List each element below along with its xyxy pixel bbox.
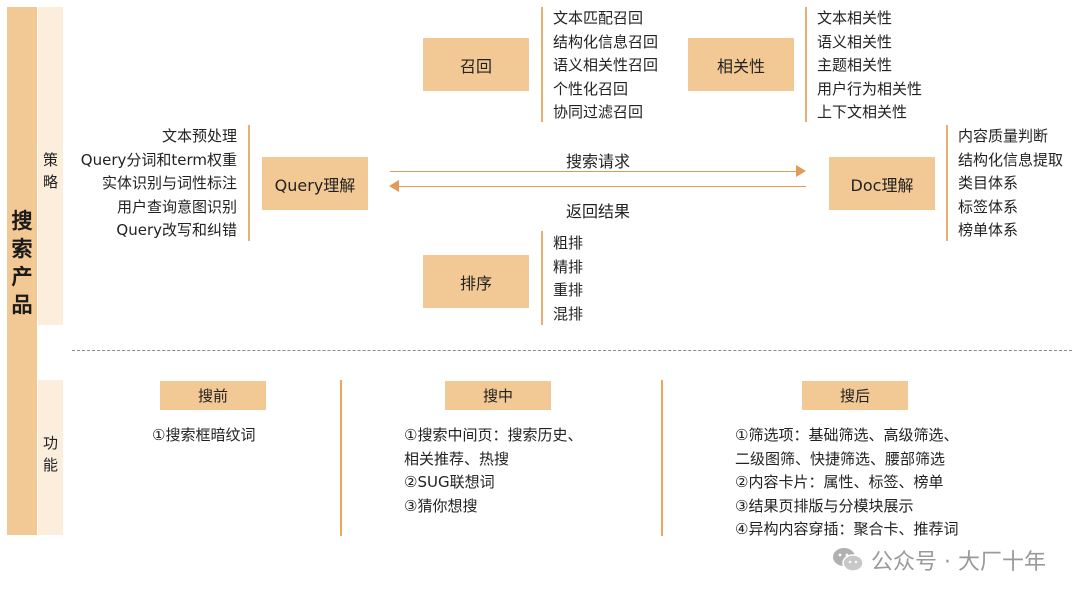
relevance-item: 用户行为相关性 [817, 79, 923, 98]
vertical-char: 能 [42, 456, 58, 474]
recall-box: 召回 [423, 38, 529, 91]
product-label: 搜索产品 [7, 207, 37, 319]
query-list-bar [248, 125, 250, 241]
query-item: 实体识别与词性标注 [101, 174, 237, 192]
after-search-item: ③结果页排版与分模块展示 [735, 496, 914, 515]
relevance-box: 相关性 [688, 38, 794, 91]
after-search-item: ④异构内容穿插：聚合卡、推荐词 [735, 520, 959, 538]
relevance-list: 文本相关性 语义相关性 主题相关性 用户行为相关性 上下文相关性 [817, 7, 922, 125]
during-search-item: ①搜索中间页：搜索历史、 [404, 426, 583, 444]
query-item: 用户查询意图识别 [116, 197, 237, 216]
response-arrowhead [389, 180, 399, 192]
before-search-item: ①搜索框暗纹词 [152, 426, 256, 444]
request-label: 搜索请求 [565, 152, 630, 171]
during-search-list: ①搜索中间页：搜索历史、 相关推荐、热搜 ②SUG联想词 ③猜你想搜 [404, 424, 582, 518]
recall-item: 语义相关性召回 [553, 56, 659, 74]
function-separator [661, 380, 663, 536]
response-label: 返回结果 [565, 202, 630, 221]
doc-list-bar [946, 125, 948, 241]
response-arrow [398, 186, 806, 187]
query-item: 文本预处理 [161, 127, 237, 145]
ranking-item: 重排 [553, 281, 584, 299]
vertical-char: 略 [42, 173, 58, 191]
doc-item: 结构化信息提取 [958, 150, 1064, 169]
query-box-label: Query理解 [274, 175, 356, 195]
during-search-title: 搜中 [445, 381, 551, 410]
query-list: 文本预处理 Query分词和term权重 实体识别与词性标注 用户查询意图识别 … [81, 125, 237, 243]
recall-item: 协同过滤召回 [553, 103, 644, 121]
during-search-item: ②SUG联想词 [404, 473, 495, 491]
recall-item: 结构化信息召回 [553, 32, 659, 51]
ranking-item: 粗排 [553, 234, 584, 252]
function-label: 功能 [38, 432, 63, 476]
request-arrow [390, 171, 798, 172]
vertical-char: 策 [42, 151, 58, 169]
vertical-char: 功 [42, 434, 58, 452]
after-search-title: 搜后 [802, 381, 908, 410]
ranking-box-label: 排序 [459, 273, 492, 293]
doc-box: Doc理解 [829, 157, 935, 210]
recall-item: 文本匹配召回 [553, 9, 644, 27]
recall-list-bar [541, 7, 543, 122]
relevance-list-bar [805, 7, 807, 122]
relevance-item: 主题相关性 [817, 56, 893, 74]
ranking-box: 排序 [423, 255, 529, 308]
section-divider [72, 350, 1072, 351]
strategy-strip: 策略 [38, 7, 63, 325]
relevance-box-label: 相关性 [716, 56, 765, 76]
query-item: Query改写和纠错 [116, 221, 237, 239]
doc-item: 类目体系 [958, 174, 1019, 192]
doc-item: 榜单体系 [958, 221, 1019, 239]
after-search-item: ②内容卡片：属性、标签、榜单 [735, 473, 944, 491]
during-search-item: ③猜你想搜 [404, 496, 478, 515]
query-item: Query分词和term权重 [80, 150, 237, 169]
relevance-item: 文本相关性 [817, 9, 893, 27]
strategy-label: 策略 [38, 149, 63, 193]
recall-box-label: 召回 [459, 56, 492, 76]
recall-item: 个性化召回 [553, 79, 629, 98]
ranking-list-bar [541, 231, 543, 325]
during-search-item: 相关推荐、热搜 [404, 449, 510, 468]
after-search-item: 二级图筛、快捷筛选、腰部筛选 [735, 449, 946, 468]
function-strip: 功能 [38, 380, 63, 535]
doc-item: 标签体系 [958, 197, 1019, 216]
wechat-icon [833, 548, 864, 572]
doc-box-label: Doc理解 [850, 175, 914, 195]
before-search-title: 搜前 [160, 381, 266, 410]
doc-list: 内容质量判断 结构化信息提取 类目体系 标签体系 榜单体系 [958, 125, 1063, 243]
ranking-item: 精排 [553, 257, 584, 276]
after-search-item: ①筛选项：基础筛选、高级筛选、 [735, 426, 959, 444]
after-search-list: ①筛选项：基础筛选、高级筛选、 二级图筛、快捷筛选、腰部筛选 ②内容卡片：属性、… [735, 424, 958, 542]
vertical-char: 品 [11, 293, 33, 317]
relevance-item: 上下文相关性 [817, 103, 908, 121]
product-strip: 搜索产品 [7, 7, 37, 535]
function-separator [340, 380, 342, 536]
watermark-text: 公众号 · 大厂十年 [871, 550, 1046, 575]
vertical-char: 产 [11, 265, 33, 289]
query-box: Query理解 [262, 157, 368, 210]
request-arrowhead [796, 165, 806, 177]
doc-item: 内容质量判断 [958, 127, 1049, 145]
relevance-item: 语义相关性 [817, 32, 893, 51]
ranking-list: 粗排 精排 重排 混排 [553, 232, 583, 326]
before-search-list: ①搜索框暗纹词 [152, 424, 255, 448]
vertical-char: 搜 [11, 209, 33, 233]
watermark: 公众号 · 大厂十年 [831, 544, 1046, 576]
ranking-item: 混排 [553, 304, 584, 323]
recall-list: 文本匹配召回 结构化信息召回 语义相关性召回 个性化召回 协同过滤召回 [553, 7, 658, 125]
vertical-char: 索 [11, 237, 33, 261]
